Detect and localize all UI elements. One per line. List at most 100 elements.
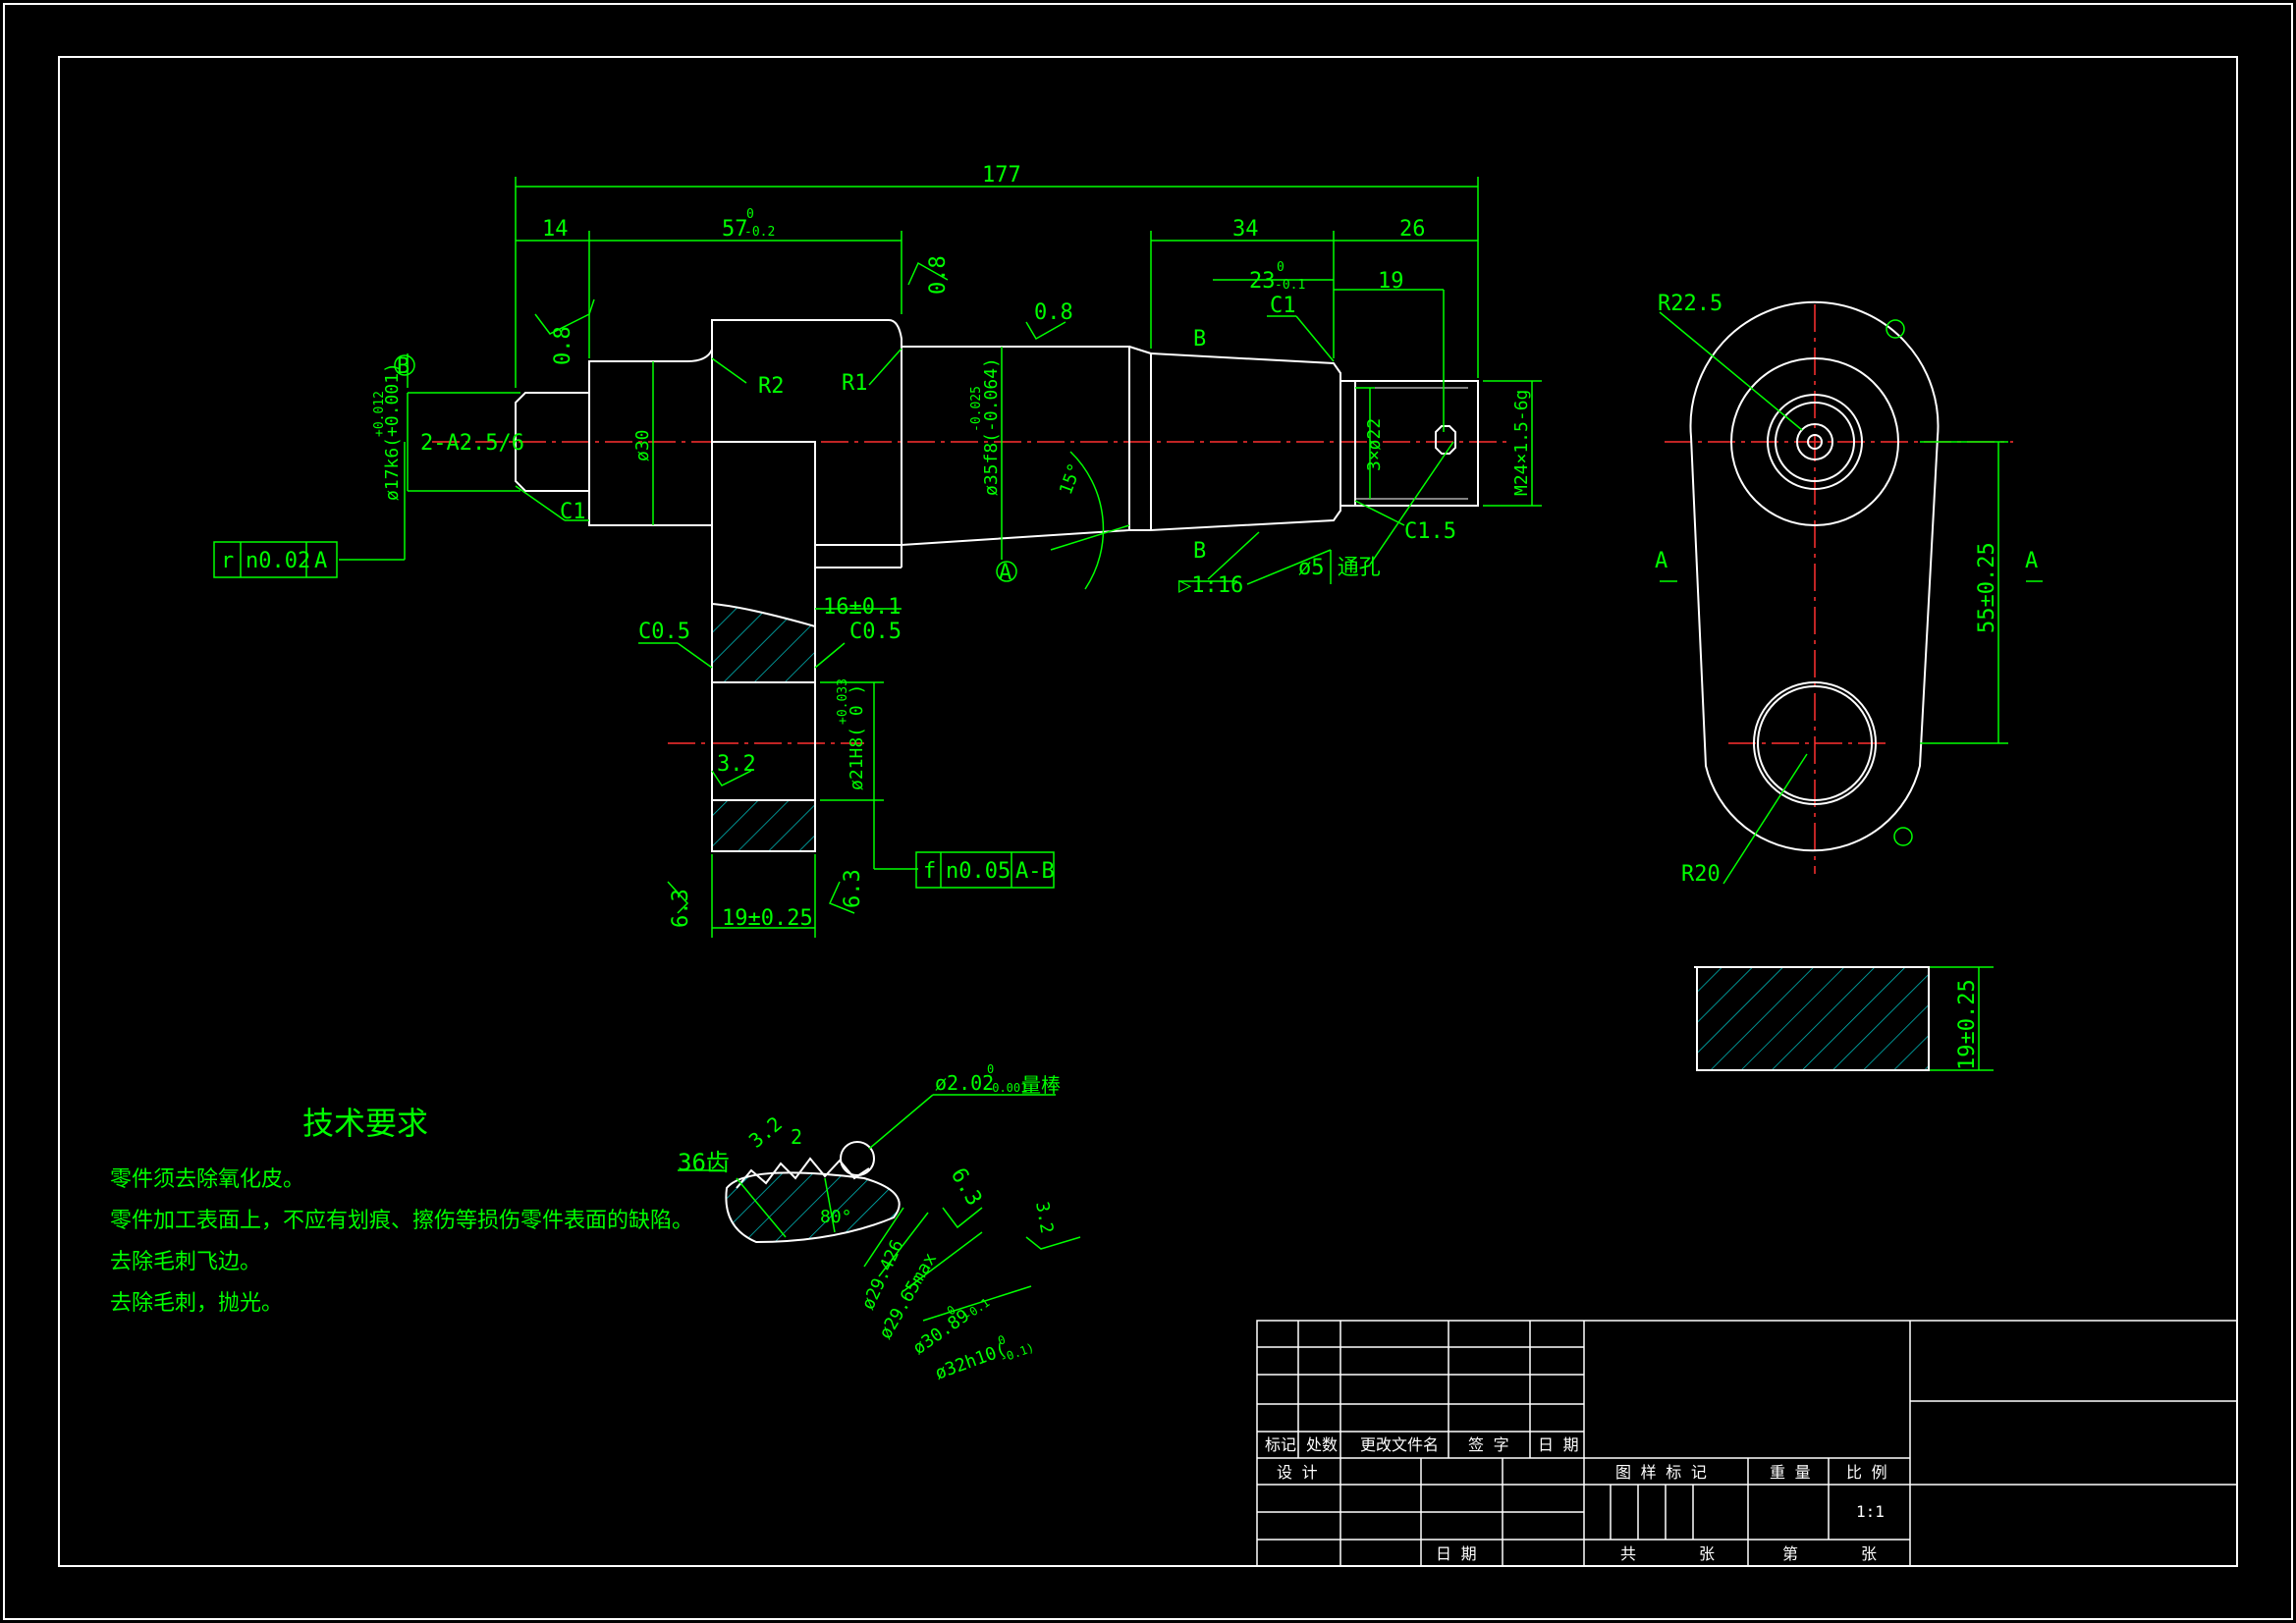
tb-scale-label: 比 例 [1846, 1463, 1887, 1482]
tb-count: 处数 [1306, 1435, 1338, 1454]
lower-bore-outer [1753, 681, 1877, 805]
spline-pin: ø2.02 [935, 1071, 994, 1095]
dim-d30: ø30 [632, 429, 653, 461]
note-1: 零件须去除氧化皮。 [110, 1167, 304, 1192]
tol2-sym: f [923, 859, 936, 884]
dim-d35-up: -0.025 [969, 386, 984, 432]
label-c15: C1.5 [1404, 519, 1456, 544]
tb-scale: 1:1 [1856, 1502, 1885, 1521]
label-datum-a: A [999, 561, 1011, 585]
tol2-ref: A-B [1015, 859, 1055, 884]
label-r08-left: 0.8 [551, 326, 575, 365]
tb-mark: 标记 [1265, 1435, 1296, 1454]
hub-hole [1796, 423, 1833, 460]
tb-sheet-unit: 张 [1699, 1544, 1715, 1563]
spline-r32b: 3.2 [1031, 1200, 1057, 1235]
dim-d21: ø21H8( 0 ) [847, 684, 867, 790]
label-r32: 3.2 [717, 752, 756, 777]
dim-57-dn: -0.2 [744, 225, 775, 240]
dim-d22: 3×ø22 [1364, 418, 1385, 471]
tb-doc: 更改文件名 [1360, 1435, 1439, 1454]
label-section-a2: A [2025, 549, 2038, 573]
label-c1-left: C1 [560, 500, 586, 524]
tb-sign: 签 字 [1468, 1435, 1509, 1454]
dim-57-up: 0 [746, 207, 754, 222]
label-r63-left: 6.3 [669, 889, 693, 928]
note-2: 零件加工表面上，不应有划痕、擦伤等损伤零件表面的缺陷。 [110, 1209, 693, 1233]
spline-d4: ø32h10( [933, 1339, 1010, 1384]
label-c1-top: C1 [1270, 294, 1296, 318]
dim-d35: ø35f8(-0.064) [981, 357, 1002, 496]
label-datum-b: B [397, 354, 410, 379]
dim-19b: 19±0.25 [722, 906, 813, 931]
label-r225: R22.5 [1658, 292, 1722, 316]
measuring-pin [840, 1141, 875, 1176]
spline-angle: 80° [820, 1207, 852, 1227]
datum-a-marker [996, 561, 1017, 582]
tol2-val: n0.05 [946, 859, 1011, 884]
hub-outer [1730, 357, 1899, 526]
dim-23: 23 [1249, 269, 1276, 294]
dim-23-dn: -0.1 [1275, 278, 1305, 293]
label-center-hole: 2-A2.5/6 [420, 431, 524, 456]
label-r1: R1 [842, 371, 868, 396]
label-hole5: ø5 通孔 [1298, 556, 1381, 580]
spline-r2: 2 [791, 1125, 802, 1149]
lever-outline [1689, 300, 1940, 852]
dim-m24: M24×1.5-6g [1511, 390, 1532, 496]
lever-upper [711, 319, 902, 546]
tol1-ref: A [314, 549, 327, 573]
datum-b-marker [394, 354, 415, 376]
label-r20: R20 [1681, 862, 1721, 887]
notes-title: 技术要求 [302, 1105, 428, 1142]
tb-date2: 日 期 [1436, 1544, 1477, 1563]
dim-57: 57 [722, 217, 748, 242]
tb-date: 日 期 [1538, 1435, 1579, 1454]
label-taper: ▷1:16 [1178, 573, 1243, 598]
label-r63-right: 6.3 [841, 869, 865, 908]
spline-d4-up: 0 [996, 1332, 1008, 1348]
dim-26: 26 [1399, 217, 1426, 242]
dim-19c: 19±0.25 [1955, 979, 1980, 1070]
tb-weight: 重 量 [1770, 1463, 1811, 1482]
dim-16: 16±0.1 [823, 595, 901, 620]
label-section-b2: B [1193, 539, 1206, 564]
tb-total: 共 [1620, 1544, 1636, 1563]
lower-bore-inner [1757, 685, 1873, 801]
note-3: 去除毛刺飞边。 [110, 1250, 261, 1274]
tb-sheet-unit2: 张 [1861, 1544, 1877, 1563]
side-dimensions [1659, 311, 2043, 1071]
tb-drawing-mark: 图 样 标 记 [1615, 1463, 1707, 1482]
dim-55: 55±0.25 [1975, 542, 1999, 633]
hub-ring [1767, 394, 1863, 490]
label-section-b1: B [1193, 327, 1206, 352]
tolerance-frame-2 [915, 851, 1055, 889]
spline-pin-up: 0 [987, 1062, 994, 1076]
label-section-a1: A [1655, 549, 1667, 573]
dim-overall: 177 [982, 163, 1021, 188]
dim-34: 34 [1232, 217, 1259, 242]
outer-border [3, 3, 2293, 1620]
dim-23-up: 0 [1277, 260, 1285, 275]
tb-sheet: 第 [1782, 1544, 1798, 1563]
spline-pin-dn: -0.001 [985, 1081, 1027, 1095]
dim-19: 19 [1378, 269, 1404, 294]
label-c05-left: C0.5 [638, 620, 690, 644]
hub-center [1807, 434, 1823, 450]
label-r08-right: 0.8 [926, 255, 951, 295]
main-view [432, 319, 1512, 852]
dim-d17: ø17k6(+0.001) [382, 362, 403, 501]
lever-section-top [711, 602, 816, 683]
section-a-a [1696, 966, 1930, 1071]
cross-hole [1435, 425, 1456, 455]
side-view [1665, 300, 2013, 874]
label-angle15: 15° [1056, 460, 1086, 498]
step-d35 [901, 346, 1130, 546]
inner-border [58, 56, 2238, 1567]
label-r2: R2 [758, 374, 785, 399]
spline-r63: 6.3 [946, 1164, 987, 1211]
tol1-sym: r [221, 549, 234, 573]
hub-ring-2 [1775, 402, 1855, 482]
spline-r32: 3.2 [744, 1111, 787, 1153]
